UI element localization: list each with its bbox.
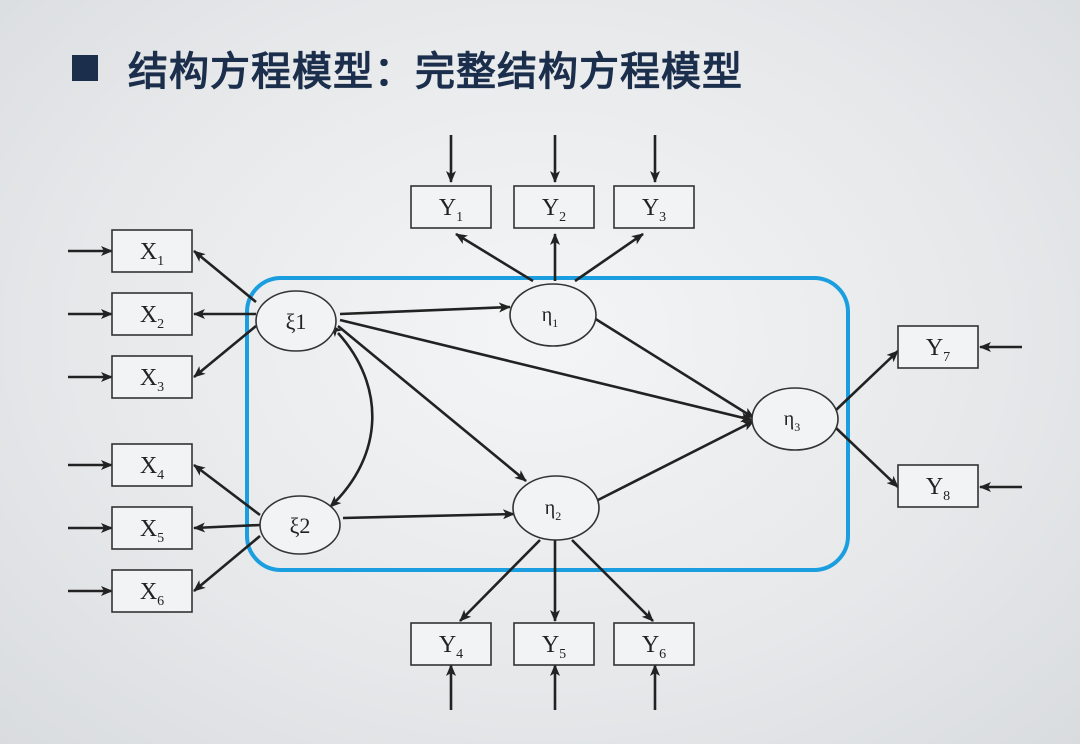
slide-title: 结构方程模型：完整结构方程模型 [72,38,743,98]
box-y5 [513,622,595,666]
ellipse-xi2 [259,495,341,555]
loading-eta2-y4 [459,539,541,622]
box-y3 [613,185,695,229]
label-x2: X2 [140,302,164,332]
label-y5: Y5 [542,632,566,662]
loading-xi2-x6 [193,535,261,592]
box-x2 [111,292,193,336]
box-y7 [897,325,979,369]
loading-xi1-x1 [193,249,257,304]
label-y8: Y8 [926,474,950,504]
label-x3: X3 [140,365,164,395]
path-xi2-eta2 [342,509,515,520]
path-eta2-eta3 [597,419,755,502]
label-y2: Y2 [542,195,566,225]
label-y4: Y4 [439,632,463,662]
path-xi1-eta1 [339,302,511,316]
box-x4 [111,443,193,487]
box-x1 [111,229,193,273]
box-x5 [111,506,193,550]
path-eta1-eta3 [593,316,755,420]
loading-eta1-y1 [455,232,534,283]
path-xi1-eta2 [337,324,527,483]
loading-xi1-x3 [193,324,257,379]
ellipse-xi1 [255,290,337,352]
loading-xi2-x4 [193,463,261,517]
label-x4: X4 [140,453,164,483]
ellipse-eta2 [512,475,600,541]
ellipse-eta3 [751,387,839,451]
ellipse-eta1 [509,283,597,347]
box-x3 [111,355,193,399]
box-y6 [613,622,695,666]
label-x5: X5 [140,516,164,546]
title-bullet [72,55,98,81]
loading-eta1-y3 [574,232,644,283]
label-xi2: ξ2 [290,513,311,538]
label-x1: X1 [140,239,164,269]
label-eta2: η2 [545,497,561,523]
path-xi1-eta3 [339,318,753,423]
covariance-xi1-xi2 [329,324,374,508]
loading-xi2-x5 [193,522,261,533]
label-x6: X6 [140,579,164,609]
page-title: 结构方程模型：完整结构方程模型 [128,49,743,95]
loading-eta3-y8 [835,427,899,488]
label-y6: Y6 [642,632,666,662]
label-y1: Y1 [439,195,463,225]
box-y4 [410,622,492,666]
loading-eta2-y6 [571,539,654,622]
label-xi1: ξ1 [286,309,307,334]
label-y3: Y3 [642,195,666,225]
box-x6 [111,569,193,613]
box-y2 [513,185,595,229]
label-y7: Y7 [926,335,950,365]
box-y8 [897,464,979,508]
box-y1 [410,185,492,229]
structural-model-frame [245,276,850,572]
label-eta3: η3 [784,408,800,434]
label-eta1: η1 [542,304,558,330]
loading-eta3-y7 [835,350,899,411]
